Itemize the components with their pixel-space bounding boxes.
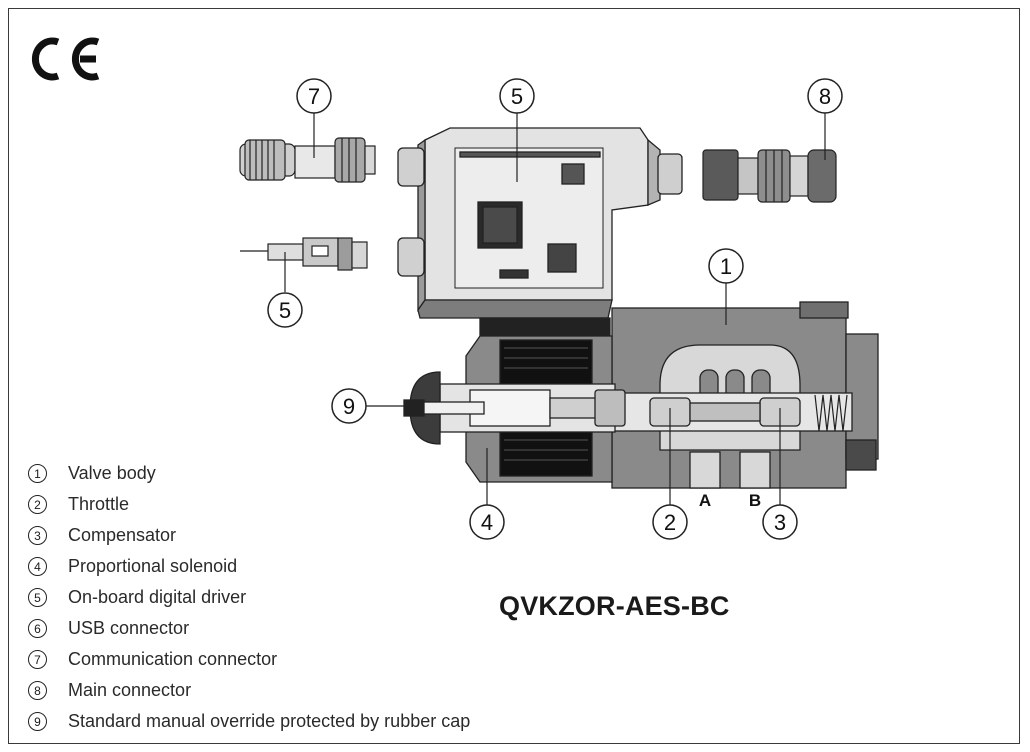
port-b-label: B <box>749 491 761 510</box>
legend-number: 6 <box>28 619 47 638</box>
legend-item: 9 Standard manual override protected by r… <box>28 706 470 737</box>
legend-label: Valve body <box>68 463 156 483</box>
legend-number: 8 <box>28 681 47 700</box>
main-connector-drawing <box>702 149 837 203</box>
callout-2: 2 <box>664 510 676 535</box>
callout-9-circle <box>331 388 367 424</box>
solenoid-drawing <box>403 335 626 483</box>
leader-lines <box>284 113 826 505</box>
callout-1-circle <box>708 248 744 284</box>
legend-number: 7 <box>28 650 47 669</box>
legend-item: 6 USB connector <box>28 613 470 644</box>
legend-number: 1 <box>28 464 47 483</box>
callout-8-circle <box>807 78 843 114</box>
legend-number: 9 <box>28 712 47 731</box>
callout-4-circle <box>469 504 505 540</box>
legend-number: 2 <box>28 495 47 514</box>
callout-8: 8 <box>819 84 831 109</box>
legend-number: 4 <box>28 557 47 576</box>
ce-mark-logo <box>31 37 100 81</box>
callout-3: 3 <box>774 510 786 535</box>
legend-label: Throttle <box>68 494 130 514</box>
callout-5-left: 5 <box>279 298 291 323</box>
callout-5-top-circle <box>499 78 535 114</box>
legend-label: Standard manual override protected by ru… <box>68 711 471 731</box>
model-title: QVKZOR-AES-BC <box>499 591 730 621</box>
valve-body-drawing <box>479 301 879 489</box>
callout-1: 1 <box>720 254 732 279</box>
small-connector-drawing <box>240 237 368 271</box>
callout-5-top: 5 <box>511 84 523 109</box>
legend-label: Main connector <box>68 680 192 700</box>
legend-label: Proportional solenoid <box>68 556 238 576</box>
callout-9: 9 <box>343 394 355 419</box>
port-a-label: A <box>699 491 711 510</box>
digital-driver-drawing <box>397 127 683 319</box>
callout-7-circle <box>296 78 332 114</box>
legend-item: 8 Main connector <box>28 675 470 706</box>
legend-label: On-board digital driver <box>68 587 247 607</box>
legend-item: 3 Compensator <box>28 520 470 551</box>
legend-number: 5 <box>28 588 47 607</box>
callout-4: 4 <box>481 510 493 535</box>
legend-item: 2 Throttle <box>28 489 470 520</box>
legend-item: 4 Proportional solenoid <box>28 551 470 582</box>
legend-list: 1 Valve body 2 Throttle 3 Compensator 4 Prop… <box>28 458 470 737</box>
legend-item: 7 Communication connector <box>28 644 470 675</box>
callout-3-circle <box>762 504 798 540</box>
callout-7: 7 <box>308 84 320 109</box>
communication-connector-drawing <box>239 137 376 183</box>
legend-label: Compensator <box>68 525 177 545</box>
legend-label: USB connector <box>68 618 190 638</box>
callout-2-circle <box>652 504 688 540</box>
legend-number: 3 <box>28 526 47 545</box>
legend-item: 5 On-board digital driver <box>28 582 470 613</box>
callout-5-left-circle <box>267 292 303 328</box>
legend-label: Communication connector <box>68 649 278 669</box>
legend-item: 1 Valve body <box>28 458 470 489</box>
